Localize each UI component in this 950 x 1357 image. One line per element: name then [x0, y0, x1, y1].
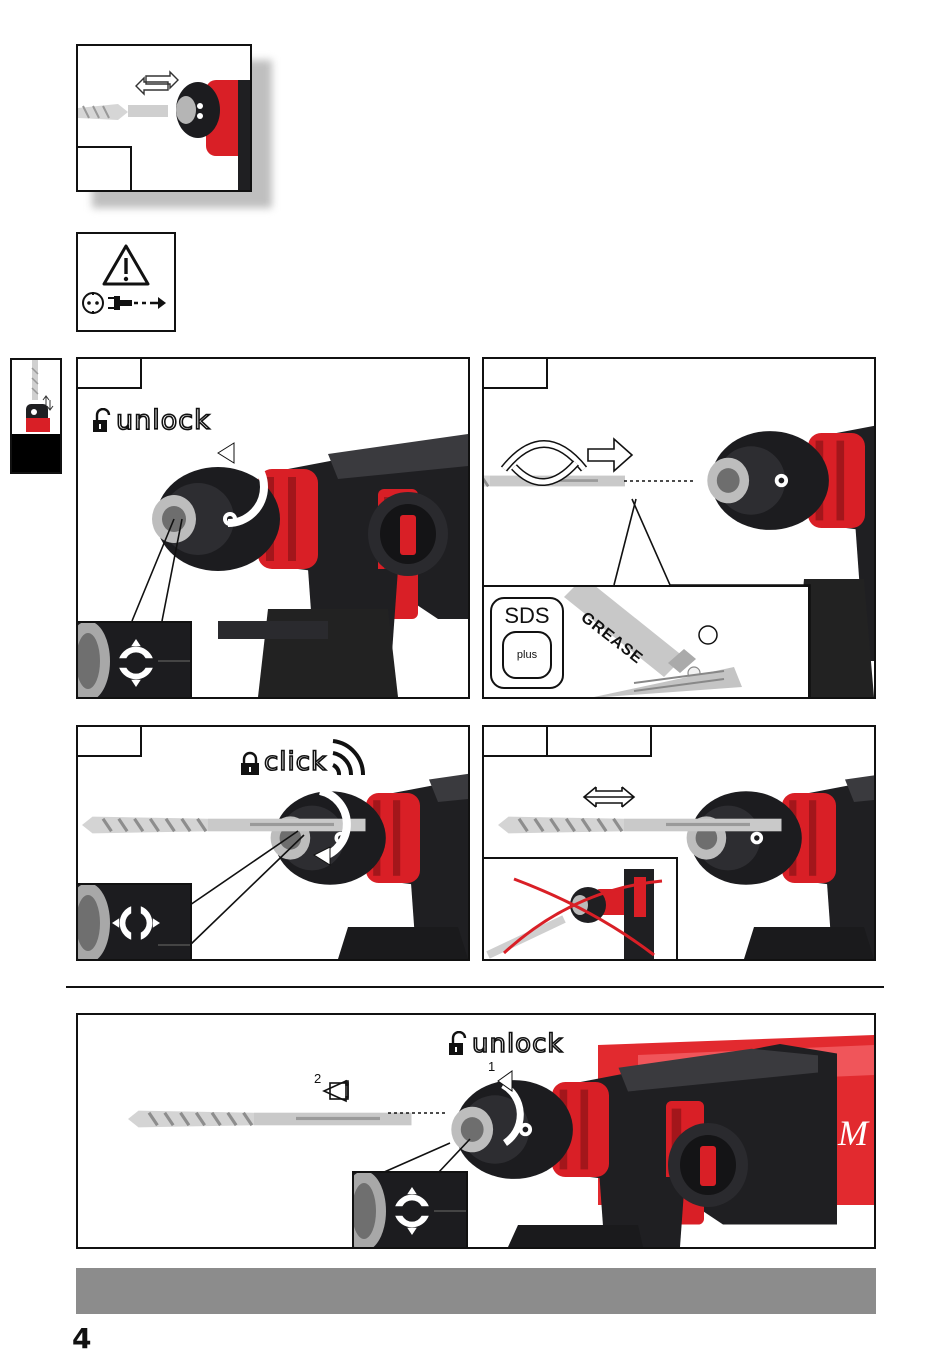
figure-unlock: unlock: [76, 357, 470, 699]
click-sound-icon: [329, 735, 369, 777]
warning-box: [76, 232, 176, 332]
detail-inset-remove: [352, 1171, 468, 1249]
unplug-icon: [83, 292, 166, 314]
figure-number-box: [76, 146, 132, 192]
svg-text:M: M: [837, 1113, 870, 1153]
unlock-label: unlock: [92, 405, 211, 436]
step-number-1: 1: [488, 1059, 495, 1074]
sds-shank-symbol: plus: [502, 631, 552, 679]
detail-inset-unlock: [76, 621, 192, 699]
unlock-text-2: unlock: [472, 1029, 563, 1059]
detail-inset-grease: GREASE SDS plus: [482, 585, 810, 699]
warning-triangle-icon: [104, 246, 148, 284]
click-text: click: [264, 747, 327, 777]
sds-plus-logo: SDS plus: [490, 597, 564, 689]
detail-inset-wrong-use: [482, 857, 678, 961]
padlock-open-icon: [92, 408, 114, 434]
figure-check-bit: [482, 725, 876, 961]
figure-remove-bit: M 2 1 unlock: [76, 1013, 876, 1249]
figure-click: click: [76, 725, 470, 961]
figure-grease: GREASE SDS plus: [482, 357, 876, 699]
side-tab-thumbnail: [10, 358, 62, 474]
figure-overview: [76, 44, 252, 192]
plus-text: plus: [517, 649, 537, 661]
unlock-label-2: unlock: [448, 1029, 563, 1059]
step-number-2: 2: [314, 1071, 321, 1086]
click-label: click: [240, 735, 369, 777]
page-number: 4: [72, 1322, 91, 1355]
sds-text: SDS: [492, 603, 562, 629]
section-divider: [66, 986, 884, 988]
unlock-text: unlock: [116, 405, 211, 436]
footer-band: [76, 1268, 876, 1314]
detail-inset-click: [76, 883, 192, 961]
padlock-open-icon: [448, 1031, 470, 1057]
padlock-closed-icon: [240, 751, 262, 777]
